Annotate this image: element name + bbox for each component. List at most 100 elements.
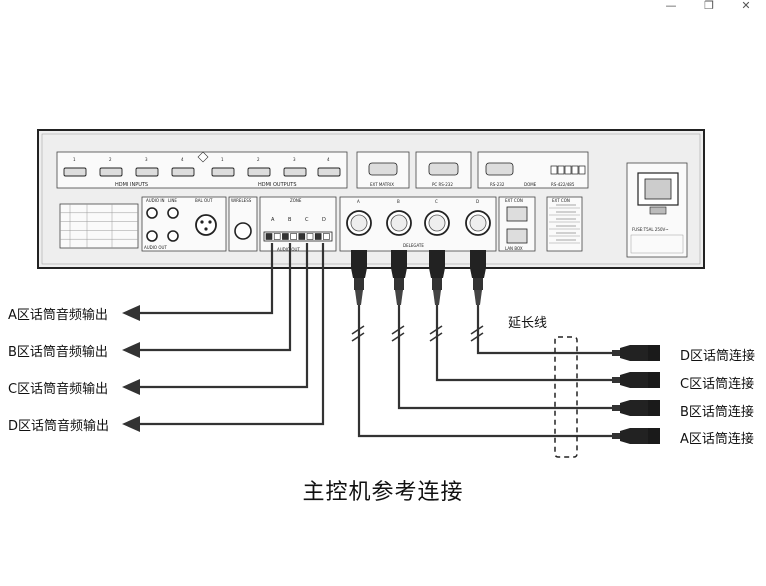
output-arrowheads	[122, 305, 140, 432]
close-button[interactable]: ✕	[741, 0, 751, 12]
zone-label: ZONE	[290, 198, 302, 203]
zone-letter: D	[322, 217, 326, 223]
cable-break	[391, 325, 405, 335]
audio-out-label: AUDIO OUT	[144, 245, 167, 250]
hdmi-port-number: 1	[221, 157, 224, 162]
dome-label: DOME	[524, 182, 537, 187]
zone-letter: C	[305, 217, 309, 223]
ext-con2-label: EXT CON	[552, 198, 570, 203]
hdmi-port	[135, 167, 159, 177]
hdmi-port-number: 4	[327, 157, 330, 162]
restore-button[interactable]: ❐	[704, 0, 714, 12]
mic-plug	[612, 377, 620, 383]
delegate-plug	[391, 250, 407, 278]
audio-in-label: AUDIO IN	[146, 198, 165, 203]
zone-terminal-block	[265, 233, 330, 240]
wireless-label: WIRELESS	[231, 198, 252, 203]
hdmi-port	[317, 167, 341, 177]
mic-label-d: D区话筒连接	[680, 349, 756, 364]
cable-break	[429, 325, 443, 335]
terminal-pin	[550, 165, 558, 175]
zone-terminal	[306, 233, 314, 240]
delegate-port-letter: B	[397, 199, 400, 204]
hdmi-port	[171, 167, 195, 177]
hdmi-inputs-label: HDMI INPUTS	[115, 182, 148, 188]
terminal-pin	[564, 165, 572, 175]
cable-break	[351, 325, 365, 335]
cable-break	[470, 332, 484, 342]
hdmi-port	[99, 167, 123, 177]
terminal-pin	[578, 165, 586, 175]
output-label-c: C区话筒音频输出	[8, 382, 109, 397]
delegate-ports: A B C D	[346, 199, 491, 236]
delegate-plugs	[351, 250, 486, 305]
rs422-terminal	[550, 165, 586, 175]
hdmi-port-number: 3	[145, 157, 148, 162]
pc-rs232-label: PC RS-232	[432, 182, 453, 187]
zone-terminal	[273, 233, 281, 240]
hdmi-port-number: 2	[109, 157, 112, 162]
ext-con-label: EXT CON	[505, 198, 523, 203]
minimize-button[interactable]: —	[665, 0, 677, 12]
zone-terminal	[282, 233, 289, 240]
delegate-plug	[470, 250, 486, 278]
mic-label-b: B区话筒连接	[680, 405, 754, 420]
delegate-port-letter: A	[357, 199, 360, 204]
rs232-label: RS-232	[490, 182, 505, 187]
output-label-a: A区话筒音频输出	[8, 308, 108, 323]
mic-label-c: C区话筒连接	[680, 377, 755, 392]
zone-terminal	[314, 233, 322, 240]
zone-letter: B	[288, 217, 292, 223]
rs422-label: RS-422/485	[551, 182, 575, 187]
fuse-label: FUSE:T5AL 250V~	[632, 227, 669, 232]
lan-box-label: LAN BOX	[505, 246, 523, 251]
host-rear-panel: 1 2 3 4 1 2 3 4 HDMI INPUTS HDMI OUTPUTS EXT MA…	[37, 129, 705, 269]
hdmi-port	[247, 167, 271, 177]
mic-cables	[357, 305, 614, 438]
delegate-plug	[351, 250, 367, 278]
delegate-port-letter: C	[435, 199, 438, 204]
delegate-port-letter: D	[476, 199, 479, 204]
mic-plug	[612, 433, 620, 439]
terminal-pin	[571, 165, 579, 175]
hdmi-port	[283, 167, 307, 177]
hdmi-port	[63, 167, 87, 177]
hdmi-port	[211, 167, 235, 177]
ext-con-table	[546, 196, 583, 252]
zone-letter: A	[271, 217, 275, 223]
cable-break	[391, 332, 405, 342]
output-label-d: D区话筒音频输出	[8, 419, 110, 434]
zone-terminal	[265, 233, 273, 240]
hdmi-port-number: 1	[73, 157, 76, 162]
mic-label-a: A区话筒连接	[680, 432, 754, 447]
delegate-plug	[429, 250, 445, 278]
audio-output-wires	[138, 243, 325, 426]
hdmi-port-number: 3	[293, 157, 296, 162]
zone-terminal	[290, 233, 297, 240]
output-label-b: B区话筒音频输出	[8, 345, 108, 360]
hdmi-ports: 1 2 3 4 1 2 3 4	[63, 157, 341, 177]
bal-out-label: BAL OUT	[195, 198, 213, 203]
cable-break	[470, 325, 484, 335]
hdmi-port-number: 4	[181, 157, 184, 162]
terminal-pin	[557, 165, 565, 175]
mic-plugs	[612, 345, 660, 444]
extension-cable-box	[554, 336, 578, 458]
ext-matrix-port	[356, 151, 410, 189]
mic-plug	[612, 350, 620, 356]
zone-terminal	[323, 233, 330, 240]
cable-break	[429, 332, 443, 342]
zone-section	[259, 196, 337, 252]
extension-cable-label: 延长线	[508, 316, 548, 331]
line-label: LINE	[168, 198, 177, 203]
ext-matrix-label: EXT MATRIX	[370, 182, 394, 187]
hdmi-outputs-label: HDMI OUTPUTS	[258, 182, 297, 188]
diagram-title: 主控机参考连接	[302, 480, 464, 505]
zone-terminal	[298, 233, 306, 240]
cable-break-marks	[351, 325, 484, 342]
hdmi-port-number: 2	[257, 157, 260, 162]
rs422-pin-table	[59, 203, 139, 249]
mic-plug	[612, 405, 620, 411]
delegate-label: DELEGATE	[403, 243, 424, 248]
